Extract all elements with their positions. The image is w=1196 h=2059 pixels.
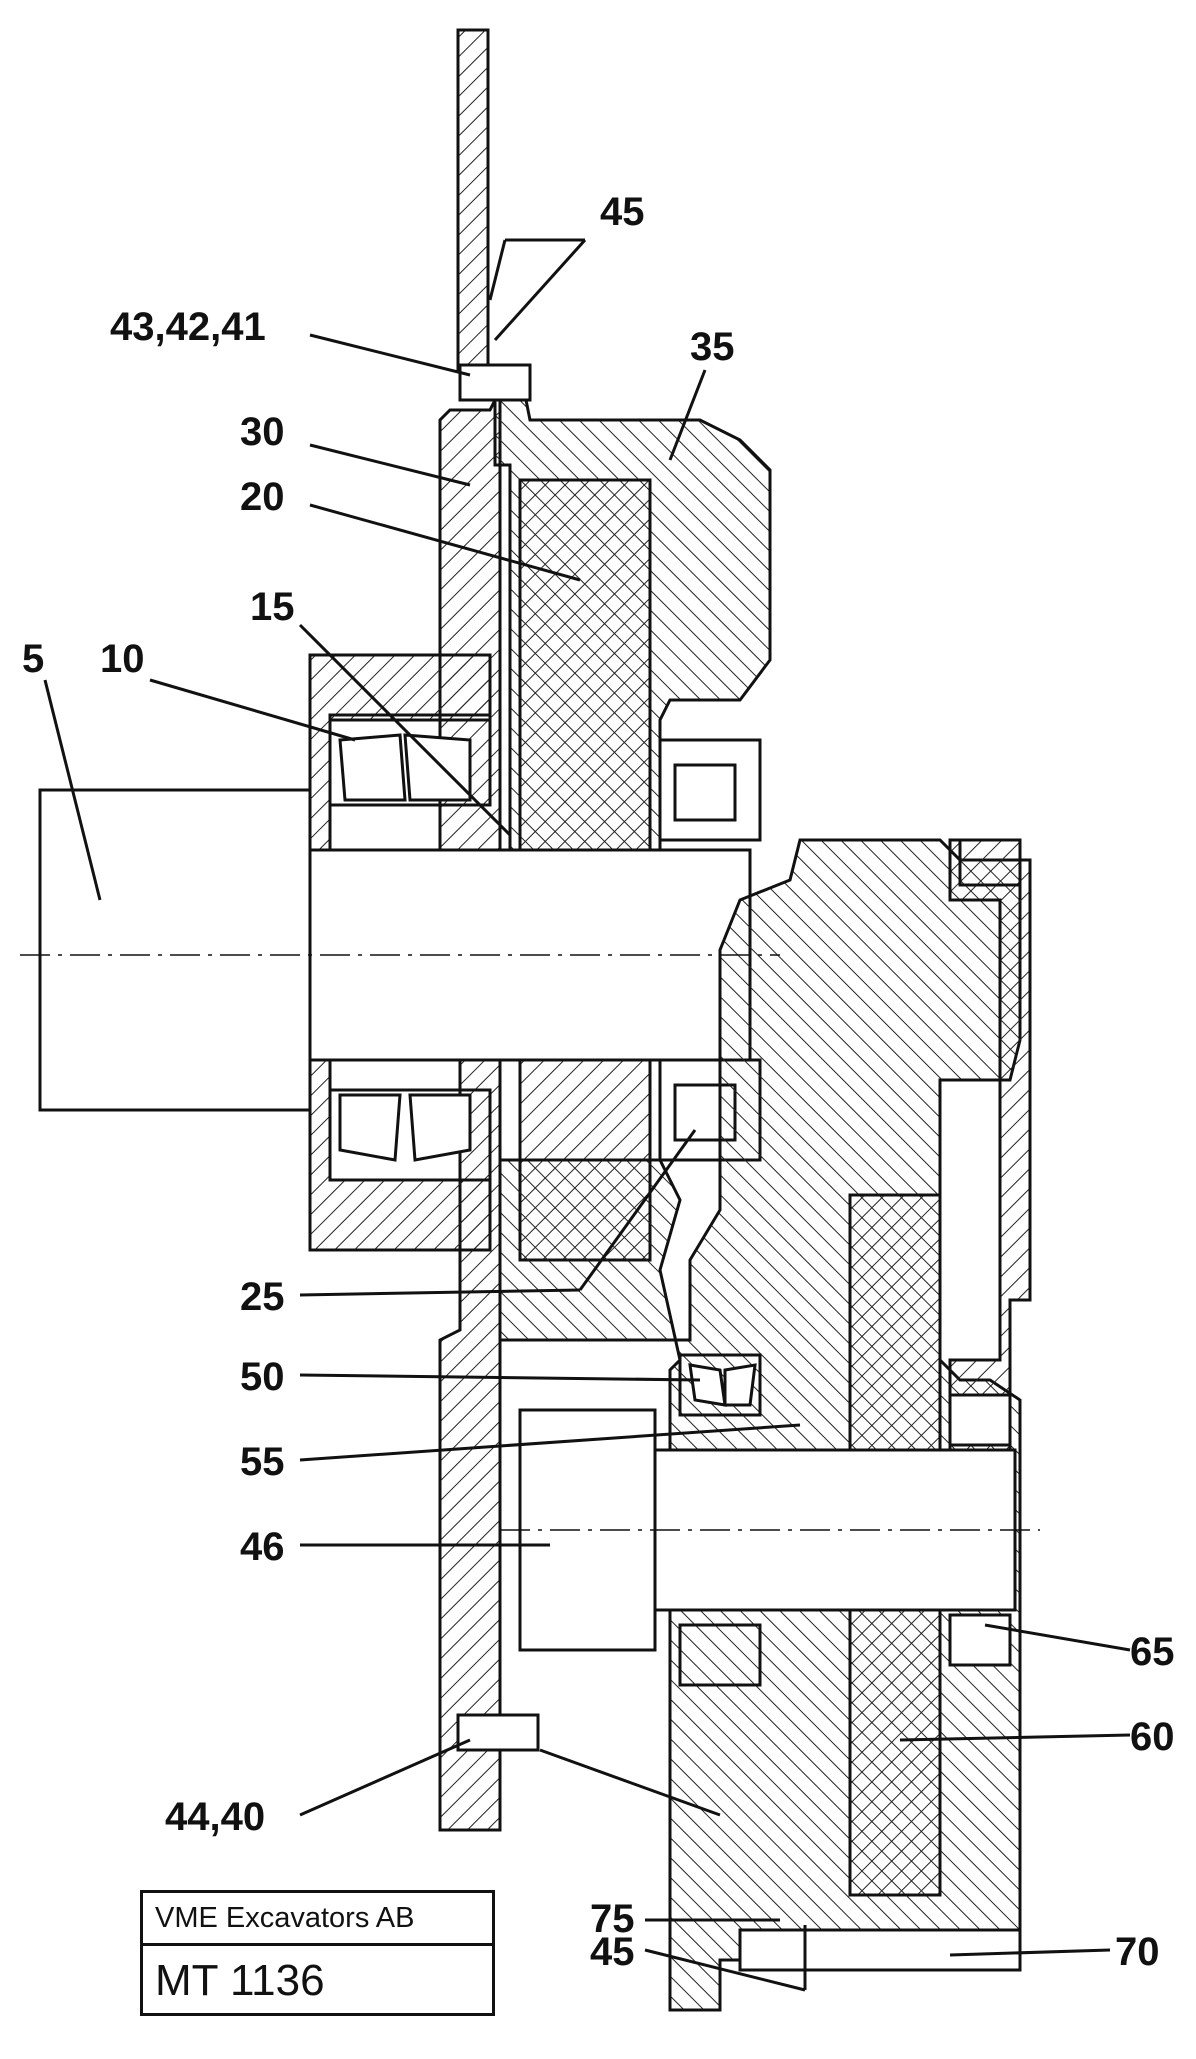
bearing-50-roller xyxy=(688,1363,727,1407)
label-55: 55 xyxy=(240,1440,285,1484)
company-name: VME Excavators AB xyxy=(143,1893,492,1946)
bolt-bottom xyxy=(456,1713,540,1752)
leader-60 xyxy=(899,1733,1131,1742)
input-shaft xyxy=(38,788,312,1112)
label-43-42-41: 43,42,41 xyxy=(110,305,266,349)
label-25: 25 xyxy=(240,1275,285,1319)
label-10: 10 xyxy=(100,637,145,681)
layshaft-gear xyxy=(518,1408,657,1652)
leader-50 xyxy=(299,1373,701,1382)
drain-plug-bolt xyxy=(738,1928,1022,1972)
label-20: 20 xyxy=(240,475,285,519)
bearing-65-upper xyxy=(948,1393,1012,1447)
leader-lines xyxy=(43,238,1131,1992)
label-75: 75 xyxy=(590,1897,635,1941)
label-45-top: 45 xyxy=(600,190,645,234)
leader-65 xyxy=(984,1623,1131,1652)
leader-43-41 xyxy=(309,333,471,377)
leader-45-bottom xyxy=(644,1948,806,1992)
leader-25-b xyxy=(578,1129,697,1291)
housing-flange-top xyxy=(958,838,1022,887)
label-65: 65 xyxy=(1130,1630,1175,1674)
bearing-50-roller-2 xyxy=(723,1363,757,1407)
leader-15 xyxy=(298,623,512,837)
bearing-roller-lower-2 xyxy=(408,1093,472,1162)
title-block: VME Excavators AB MT 1136 xyxy=(140,1890,495,2016)
needle-roller-upper xyxy=(673,763,737,822)
needle-bearing-upper xyxy=(658,738,762,842)
tapered-bearing-upper xyxy=(328,713,492,807)
leader-44-40 xyxy=(299,1738,471,1817)
leader-55 xyxy=(299,1423,801,1462)
part-labels: 5 10 15 20 30 35 43,42,41 45 25 50 55 46… xyxy=(22,190,1175,1974)
label-15: 15 xyxy=(250,585,295,629)
bolt-top xyxy=(458,363,532,402)
tapered-bearing-50-lower xyxy=(678,1623,762,1687)
drawing-code: MT 1136 xyxy=(155,1956,325,2005)
leader-44-40-b xyxy=(539,1748,721,1817)
bearing-roller-upper-1 xyxy=(338,733,407,802)
leader-25 xyxy=(299,1288,581,1297)
label-45-bottom: 45 xyxy=(590,1930,635,1974)
tapered-bearing-50 xyxy=(678,1353,762,1417)
leader-45-top-arrow-b xyxy=(493,238,587,342)
label-5: 5 xyxy=(22,637,44,681)
label-60: 60 xyxy=(1130,1715,1175,1759)
bearing-65-lower xyxy=(948,1613,1012,1667)
tapered-bearing-lower xyxy=(328,1088,492,1182)
label-44-40: 44,40 xyxy=(165,1795,265,1839)
label-50: 50 xyxy=(240,1355,285,1399)
center-lines xyxy=(20,954,1040,1531)
label-30: 30 xyxy=(240,410,285,454)
leader-30 xyxy=(309,443,471,487)
label-70: 70 xyxy=(1115,1930,1160,1974)
leader-5 xyxy=(43,679,102,901)
mounting-plate xyxy=(456,28,490,372)
bearing-roller-upper-2 xyxy=(403,733,472,802)
bearing-roller-lower-1 xyxy=(338,1093,402,1162)
label-35: 35 xyxy=(690,325,735,369)
leader-70 xyxy=(949,1948,1111,1957)
leader-20 xyxy=(309,503,581,582)
section-parts xyxy=(38,28,1032,2012)
label-46: 46 xyxy=(240,1525,285,1569)
leader-35 xyxy=(668,369,707,461)
leader-10 xyxy=(149,678,356,742)
leader-45-top-arrow-a xyxy=(488,239,507,301)
